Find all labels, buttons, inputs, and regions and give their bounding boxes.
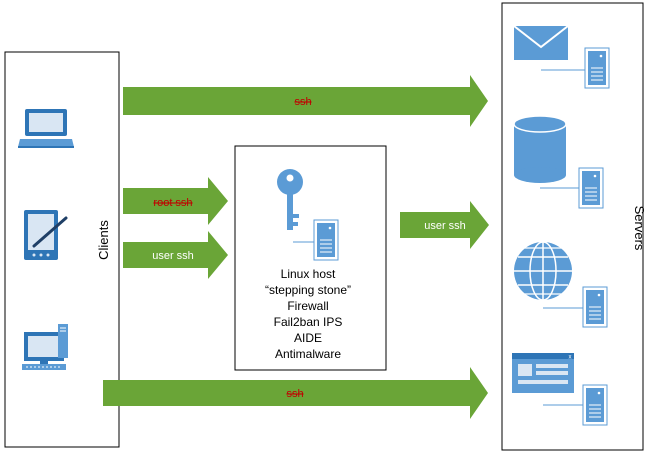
stepping-stone-server-icon: [293, 219, 339, 261]
clients-label: Clients: [96, 220, 111, 260]
user-ssh-right-arrow: [400, 201, 489, 249]
stepping-stone-line: Antimalware: [275, 347, 341, 361]
stepping-stone-line: Linux host: [281, 267, 336, 281]
desktop-pc-icon: [22, 324, 68, 370]
bottom-ssh-label: ssh: [286, 388, 303, 400]
servers-label: Servers: [632, 206, 647, 251]
web-server-icon: [543, 286, 608, 328]
app-window-icon: x: [512, 353, 574, 393]
stepping-stone-box: [234, 145, 387, 371]
globe-icon: [514, 241, 572, 301]
user-ssh-left-label: user ssh: [152, 250, 194, 262]
stepping-stone-line: Firewall: [287, 299, 328, 313]
stepping-stone-line: Fail2ban IPS: [274, 315, 343, 329]
top-ssh-arrow: [123, 75, 488, 127]
user-ssh-right-label: user ssh: [424, 220, 466, 232]
laptop-icon: [18, 109, 74, 148]
top-ssh-label: ssh: [294, 96, 311, 108]
database-icon: [513, 115, 567, 183]
mail-server-icon: [541, 47, 610, 89]
database-server-icon: [540, 167, 604, 209]
mail-envelope-icon: [513, 25, 569, 60]
key-icon: [277, 169, 303, 230]
bottom-ssh-arrow: [103, 367, 488, 419]
tablet-pen-icon: [24, 210, 68, 260]
root-ssh-label: root ssh: [153, 197, 192, 209]
user-ssh-left-arrow: [123, 231, 228, 279]
svg-text:x: x: [569, 355, 572, 361]
root-ssh-arrow: [123, 177, 228, 225]
app-server-icon: [543, 384, 608, 426]
stepping-stone-line: “stepping stone”: [265, 283, 351, 297]
stepping-stone-line: AIDE: [294, 331, 322, 345]
